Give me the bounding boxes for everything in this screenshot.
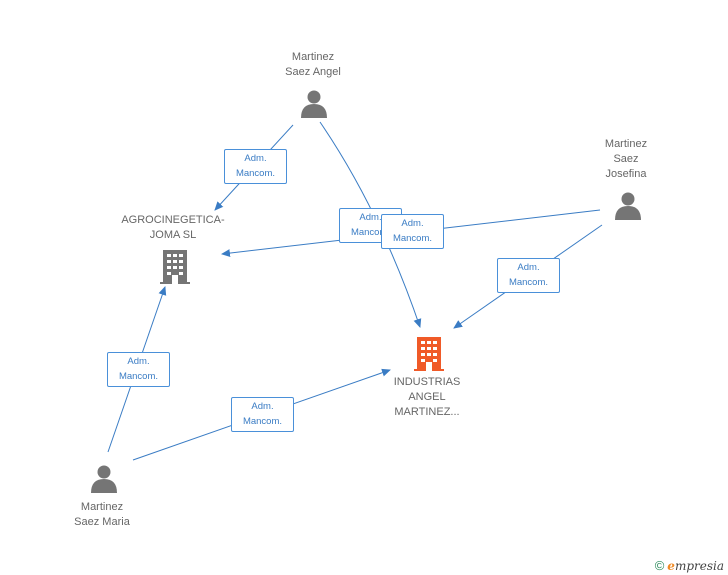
- edge-label-josefina-agro: Adm. Mancom.: [381, 214, 444, 249]
- building-icon[interactable]: [414, 337, 444, 371]
- empresia-watermark: ©empresia: [655, 558, 724, 573]
- node-label-agro: AGROCINEGETICA- JOMA SL: [121, 214, 225, 241]
- edge-label-maria-agro: Adm. Mancom.: [107, 352, 170, 387]
- node-label-angel: Martinez Saez Angel: [285, 51, 341, 78]
- edge-label-maria-industrias: Adm. Mancom.: [231, 397, 294, 432]
- person-icon[interactable]: [90, 464, 118, 494]
- brand-e: e: [667, 559, 675, 573]
- brand-name: mpresia: [674, 559, 724, 573]
- edge-label-josefina-industrias: Adm. Mancom.: [497, 258, 560, 293]
- node-label-maria: Martinez Saez Maria: [74, 501, 130, 528]
- person-icon[interactable]: [614, 191, 642, 221]
- node-label-industrias: INDUSTRIAS ANGEL MARTINEZ...: [393, 376, 461, 418]
- copyright-symbol: ©: [654, 558, 665, 573]
- building-icon[interactable]: [160, 250, 190, 284]
- edge-label-angel-agro: Adm. Mancom.: [224, 149, 287, 184]
- person-icon[interactable]: [300, 89, 328, 119]
- node-label-josefina: Martinez Saez Josefina: [604, 138, 648, 180]
